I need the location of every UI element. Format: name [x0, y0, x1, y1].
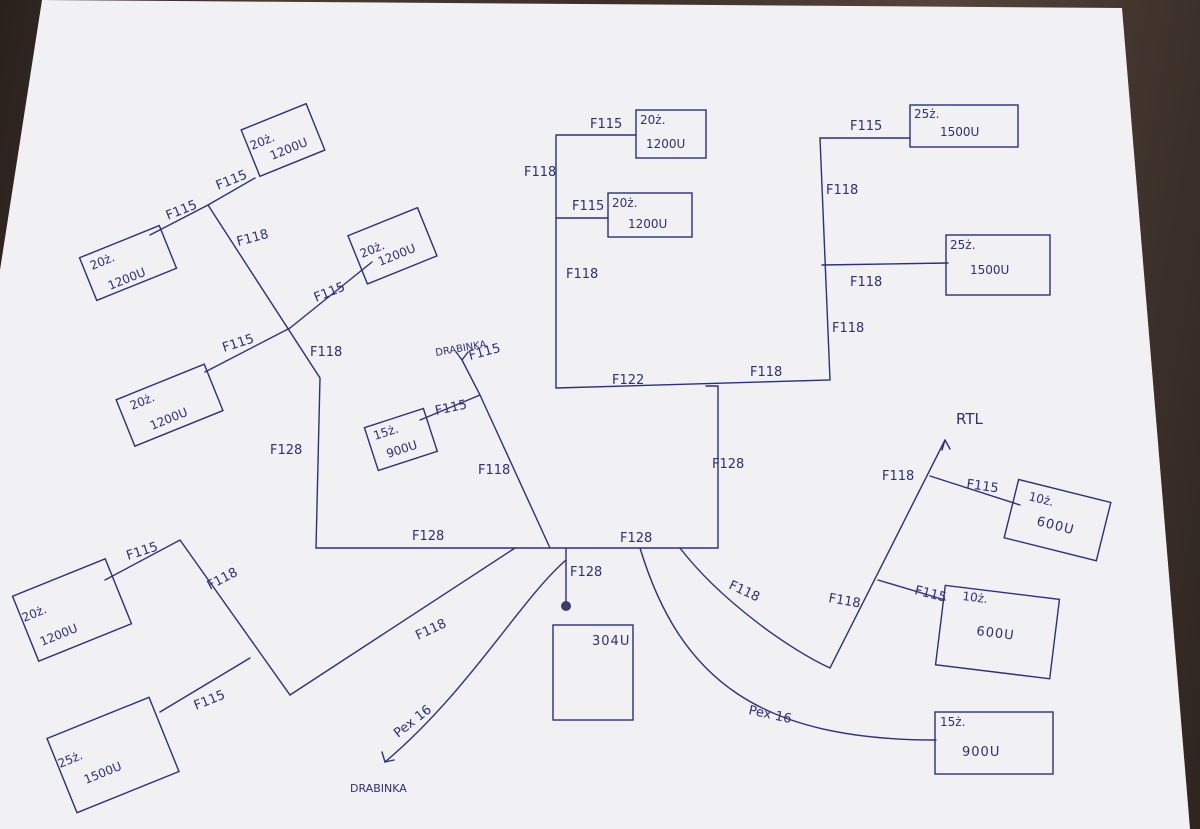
pipe: [207, 204, 321, 549]
pipe-label: F115: [965, 477, 999, 496]
arrow-head: [455, 351, 469, 361]
pipe: [555, 137, 911, 389]
radiator-box: [115, 363, 224, 448]
box-power: 600U: [976, 624, 1016, 644]
pipe-label: F128: [712, 457, 744, 472]
box-size: 25ż.: [950, 238, 975, 252]
pipe-label: F118: [566, 267, 598, 282]
pipe-label: F115: [434, 398, 469, 419]
rtl-label: RTL: [956, 410, 983, 428]
radiator-box: [607, 192, 693, 238]
pipe-label: F118: [478, 463, 510, 478]
pipe: [419, 394, 481, 421]
pipe: [384, 559, 567, 763]
pipe: [315, 385, 719, 549]
pipe-lines: [104, 134, 1021, 763]
radiator-box: [11, 557, 133, 663]
pipe-label: F128: [620, 531, 652, 546]
pipe-label: F122: [612, 373, 644, 388]
pipe-label: F118: [750, 365, 782, 380]
pipe: [877, 579, 946, 601]
pipe: [679, 439, 946, 669]
drabinka-bottom-label: DRABINKA: [350, 782, 407, 795]
pipe-label: F118: [524, 165, 556, 180]
box-power: 1200U: [646, 137, 685, 151]
boiler-box: [552, 624, 634, 721]
pipe-label: F128: [412, 529, 444, 544]
pipe: [204, 327, 291, 373]
pipe-label: F128: [270, 443, 302, 458]
box-size: 25ż.: [914, 107, 939, 121]
radiator-box: [909, 104, 1019, 148]
box-size: 10ż.: [962, 589, 989, 606]
boiler-power: 304U: [592, 634, 630, 649]
pipe-label: F128: [570, 565, 602, 580]
pipe: [104, 539, 516, 696]
pipe: [639, 547, 937, 741]
radiator-box: [347, 206, 438, 285]
pipe: [159, 657, 251, 713]
box-power: 1200U: [628, 217, 667, 231]
pipe-label: F118: [882, 469, 914, 484]
radiator-boxes: [11, 102, 1112, 814]
radiator-box: [934, 711, 1054, 775]
arrow-head: [381, 751, 395, 763]
box-size: 20ż.: [612, 196, 637, 210]
pipe-label: F115: [850, 119, 882, 134]
radiator-box: [934, 584, 1061, 680]
box-power: 900U: [962, 745, 1000, 760]
radiator-box: [78, 224, 178, 302]
pipe-label: F118: [826, 183, 858, 198]
pipe-label: F115: [572, 199, 604, 214]
pipe-label: F118: [827, 591, 861, 611]
radiator-box: [46, 696, 180, 814]
pump-dot: [561, 601, 571, 611]
box-size: 15ż.: [940, 715, 965, 729]
pipe: [289, 261, 373, 329]
pipe-label: F118: [850, 275, 882, 290]
radiator-box: [635, 109, 707, 159]
box-power: 1500U: [940, 125, 979, 139]
arrow-head: [941, 439, 951, 451]
radiator-box: [1003, 478, 1112, 562]
pipe: [555, 134, 637, 389]
box-size: 10ż.: [1027, 489, 1055, 509]
radiator-box: [945, 234, 1051, 296]
box-power: 1500U: [970, 263, 1009, 277]
pipe-label: F118: [310, 345, 342, 360]
radiator-box: [240, 102, 326, 178]
pipe: [929, 475, 1021, 506]
pipe: [821, 262, 949, 266]
pipe-label: F115: [590, 117, 622, 132]
box-size: 20ż.: [640, 113, 665, 127]
radiator-box: [363, 407, 439, 472]
pipe-label: F118: [832, 321, 864, 336]
